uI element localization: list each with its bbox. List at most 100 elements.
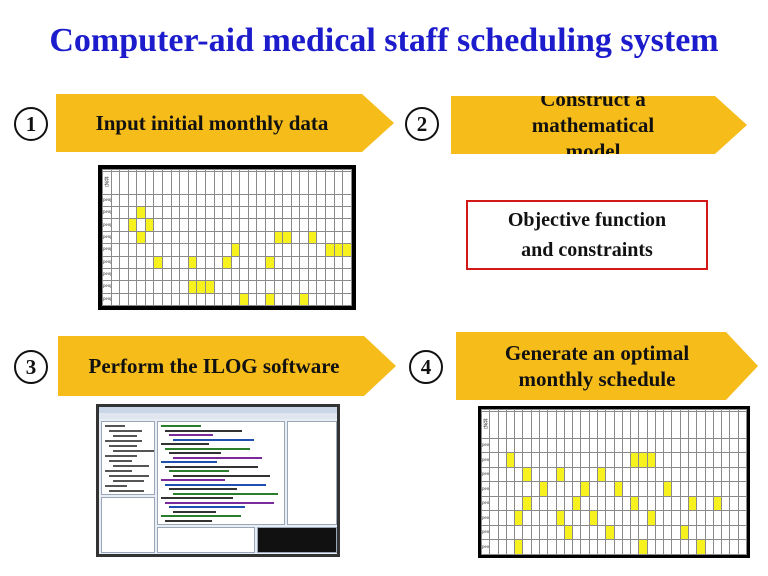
grid-cell (538, 411, 549, 439)
grid-cell (712, 452, 723, 468)
grid-cell (265, 171, 275, 195)
grid-cell (342, 255, 352, 269)
grid-cell (712, 539, 723, 555)
grid-cell (247, 267, 258, 282)
grid-cell (679, 525, 690, 541)
grid-cell (505, 539, 516, 555)
grid-cell (737, 539, 747, 555)
grid-cell (530, 496, 540, 512)
grid-cell (514, 411, 524, 439)
grid-cell (613, 539, 623, 555)
grid-cell (580, 452, 590, 468)
grid-cell (737, 510, 747, 526)
grid-cell (530, 452, 540, 468)
grid-cell (290, 267, 301, 282)
grid-cell (187, 218, 198, 232)
grid-cell (538, 525, 549, 541)
grid-cell (721, 452, 731, 468)
grid-cell (307, 218, 318, 232)
grid-cell (110, 243, 121, 257)
grid-cell (170, 267, 181, 282)
grid-cell (342, 206, 352, 220)
grid-cell (153, 230, 164, 245)
grid-cell (342, 169, 352, 173)
grid-cell (555, 510, 565, 526)
grid-cell (110, 267, 121, 282)
ide-code-line (161, 461, 217, 463)
grid-cell (721, 438, 731, 454)
grid-cell (605, 510, 615, 526)
grid-cell (265, 230, 275, 245)
grid-cell: people4 (102, 230, 112, 245)
grid-cell (265, 218, 275, 232)
grid-cell (222, 218, 232, 232)
grid-cell (204, 206, 215, 220)
grid-cell (572, 496, 582, 512)
grid-cell (729, 438, 739, 454)
grid-cell (596, 481, 607, 497)
grid-cell (222, 267, 232, 282)
grid-cell (144, 280, 155, 294)
grid-cell (170, 193, 181, 208)
grid-cell (127, 206, 138, 220)
grid-cell (638, 525, 648, 541)
grid-cell (316, 243, 327, 257)
grid-cell (679, 411, 690, 439)
step-4-arrow: Generate an optimal monthly schedule (456, 332, 758, 400)
grid-cell (605, 438, 615, 454)
grid-cell (621, 452, 632, 468)
grid-cell (127, 171, 138, 195)
grid-cell (721, 539, 731, 555)
grid-cell (721, 510, 731, 526)
grid-cell (282, 267, 292, 282)
grid-cell (256, 218, 266, 232)
grid-cell (712, 510, 723, 526)
grid-cell (299, 206, 309, 220)
grid-cell (179, 292, 189, 306)
grid-cell (596, 496, 607, 512)
grid-cell (621, 467, 632, 483)
grid-cell (110, 218, 121, 232)
grid-cell (222, 206, 232, 220)
grid-cell (638, 481, 648, 497)
grid-cell (671, 481, 681, 497)
grid-cell (580, 525, 590, 541)
grid-cell (153, 255, 164, 269)
ide-tree-line (109, 430, 142, 432)
grid-cell (555, 539, 565, 555)
grid-cell: people1 (102, 193, 112, 208)
grid-cell (646, 438, 656, 454)
grid-cell (729, 525, 739, 541)
ide-code-line (173, 474, 270, 477)
grid-cell (704, 525, 714, 541)
grid-cell (630, 510, 640, 526)
grid-cell (530, 525, 540, 541)
grid-cell (696, 438, 706, 454)
ide-code-line (165, 483, 266, 486)
grid-cell (230, 292, 241, 306)
grid-cell (239, 292, 249, 306)
ide-code-line (169, 506, 245, 508)
grid-cell (580, 496, 590, 512)
optimal-schedule-table-image: 姓名people1people2people3people4people5peo… (478, 406, 750, 558)
grid-cell (273, 292, 284, 306)
grid-cell (247, 230, 258, 245)
grid-cell (538, 481, 549, 497)
grid-cell (136, 267, 146, 282)
ide-code-line (165, 501, 274, 504)
grid-cell (621, 496, 632, 512)
grid-cell (514, 438, 524, 454)
grid-cell (333, 267, 344, 282)
grid-cell (187, 280, 198, 294)
grid-cell (342, 292, 352, 306)
grid-cell (179, 267, 189, 282)
grid-cell (497, 438, 507, 454)
grid-cell (239, 193, 249, 208)
grid-cell (654, 467, 665, 483)
grid-cell (333, 193, 344, 208)
grid-cell (110, 280, 121, 294)
grid-cell (572, 525, 582, 541)
grid-cell (239, 230, 249, 245)
grid-cell (136, 218, 146, 232)
grid-cell (555, 481, 565, 497)
